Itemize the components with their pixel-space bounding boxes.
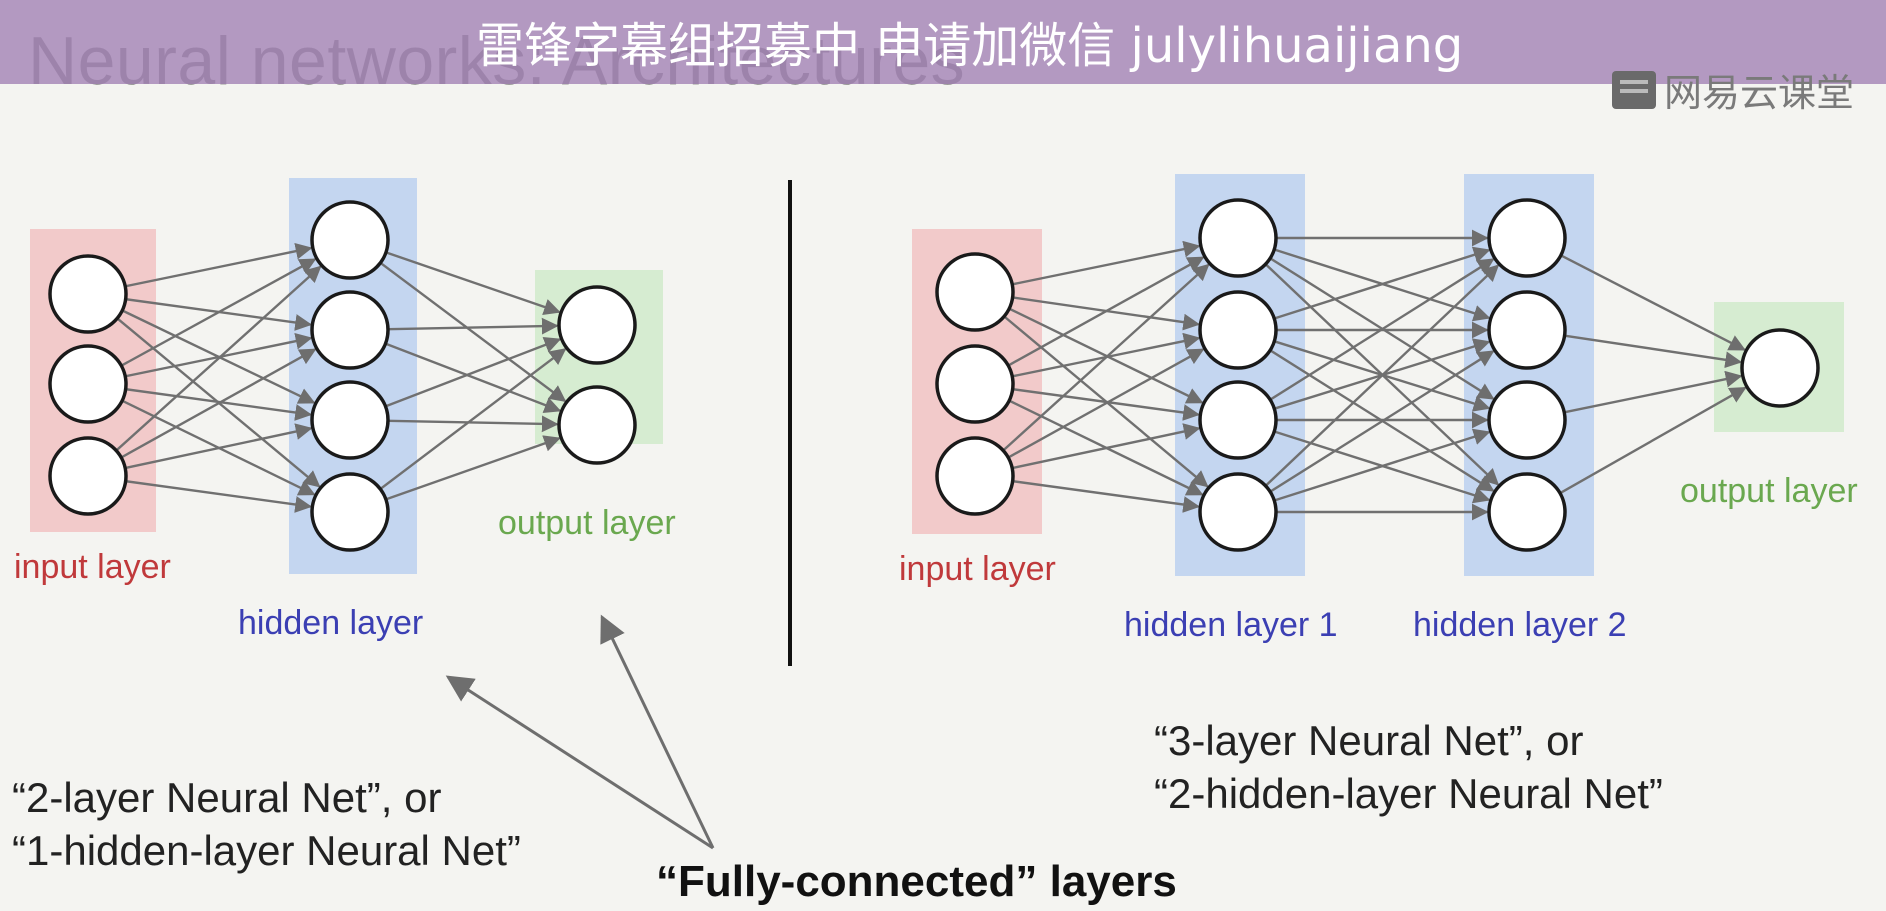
fully-connected-label: “Fully-connected” layers bbox=[656, 857, 1177, 906]
left-node-l2-n3 bbox=[310, 380, 390, 460]
right-edge bbox=[1273, 246, 1491, 320]
right-node-l2-n2 bbox=[1198, 290, 1278, 370]
right-node-l4-n1 bbox=[1740, 328, 1820, 408]
left-node-l1-n3 bbox=[48, 436, 128, 516]
right-caption: “3-layer Neural Net”, or “2-hidden-layer… bbox=[1154, 715, 1663, 820]
left-edge bbox=[124, 332, 313, 378]
right-edge bbox=[1269, 258, 1495, 401]
left-edge bbox=[379, 348, 567, 491]
left-edge bbox=[124, 423, 313, 470]
right-edge bbox=[1011, 423, 1201, 470]
subtitle-banner bbox=[0, 0, 1886, 84]
left-edge bbox=[120, 348, 317, 459]
left-caption-line-2: “1-hidden-layer Neural Net” bbox=[12, 826, 521, 874]
pointer-arrow-hidden bbox=[445, 675, 714, 850]
right-node-l3-n2 bbox=[1487, 290, 1567, 370]
right-node-l1-n2 bbox=[935, 344, 1015, 424]
right-edge bbox=[1273, 428, 1491, 502]
left-edge bbox=[379, 261, 567, 403]
left-node-l3-n1 bbox=[557, 285, 637, 365]
logo: 网易云课堂 bbox=[1612, 62, 1854, 117]
right-node-l2-n4 bbox=[1198, 472, 1278, 552]
left-edge bbox=[385, 336, 562, 408]
left-node-l1-n1 bbox=[48, 254, 128, 334]
right-node-l1-n3 bbox=[935, 436, 1015, 516]
left-edge bbox=[387, 415, 559, 433]
pointer-arrow-output bbox=[600, 614, 715, 849]
right-node-l3-n3 bbox=[1487, 380, 1567, 460]
right-edge bbox=[1269, 350, 1495, 493]
right-edge bbox=[1011, 240, 1201, 286]
left-edge bbox=[385, 435, 561, 501]
right-edge bbox=[1560, 254, 1746, 351]
right-edge bbox=[1002, 263, 1210, 452]
right-edge bbox=[1559, 386, 1747, 495]
right-output-layer-label: output layer bbox=[1680, 472, 1858, 510]
left-node-l3-n2 bbox=[557, 385, 637, 465]
right-edge bbox=[1007, 256, 1205, 367]
left-caption: “2-layer Neural Net”, or “1-hidden-layer… bbox=[12, 772, 521, 877]
right-node-l2-n3 bbox=[1198, 380, 1278, 460]
left-hidden-layer-label: hidden layer bbox=[238, 604, 424, 642]
subtitle-text: 雷锋字幕组招募中 申请加微信 julylihuaijiang bbox=[476, 18, 1464, 74]
right-edge bbox=[1008, 307, 1204, 404]
right-node-l3-n4 bbox=[1487, 472, 1567, 552]
right-edge bbox=[1012, 479, 1201, 513]
left-edge bbox=[385, 342, 562, 414]
left-edge bbox=[115, 265, 322, 452]
right-edge bbox=[1012, 387, 1201, 421]
left-edge bbox=[125, 387, 313, 421]
left-edge bbox=[124, 242, 313, 288]
right-node-l2-n1 bbox=[1198, 198, 1278, 278]
classroom-icon bbox=[1612, 70, 1656, 109]
left-node-l2-n2 bbox=[310, 290, 390, 370]
right-caption-line-1: “3-layer Neural Net”, or bbox=[1154, 717, 1584, 764]
right-edge bbox=[1564, 334, 1743, 369]
right-input-layer-label: input layer bbox=[899, 550, 1056, 588]
right-edge bbox=[1264, 264, 1500, 487]
left-node-l2-n4 bbox=[310, 472, 390, 552]
logo-text: 网易云课堂 bbox=[1664, 71, 1855, 115]
right-node-l3-n1 bbox=[1487, 198, 1567, 278]
right-edge bbox=[1563, 370, 1743, 414]
right-node-l1-n1 bbox=[935, 252, 1015, 332]
left-output-layer-label: output layer bbox=[498, 504, 676, 542]
left-edge bbox=[125, 479, 313, 513]
right-hidden-layer-1-label: hidden layer 1 bbox=[1124, 606, 1338, 644]
left-input-layer-label: input layer bbox=[14, 548, 171, 586]
left-node-l2-n1 bbox=[310, 200, 390, 280]
right-caption-line-2: “2-hidden-layer Neural Net” bbox=[1154, 769, 1663, 817]
right-hidden-layer-2-label: hidden layer 2 bbox=[1413, 606, 1627, 644]
left-edge bbox=[385, 251, 561, 316]
left-edge bbox=[120, 258, 317, 367]
left-caption-line-1: “2-layer Neural Net”, or bbox=[12, 774, 442, 821]
right-edge bbox=[1007, 348, 1205, 459]
left-edge bbox=[387, 317, 559, 335]
left-node-l1-n2 bbox=[48, 344, 128, 424]
